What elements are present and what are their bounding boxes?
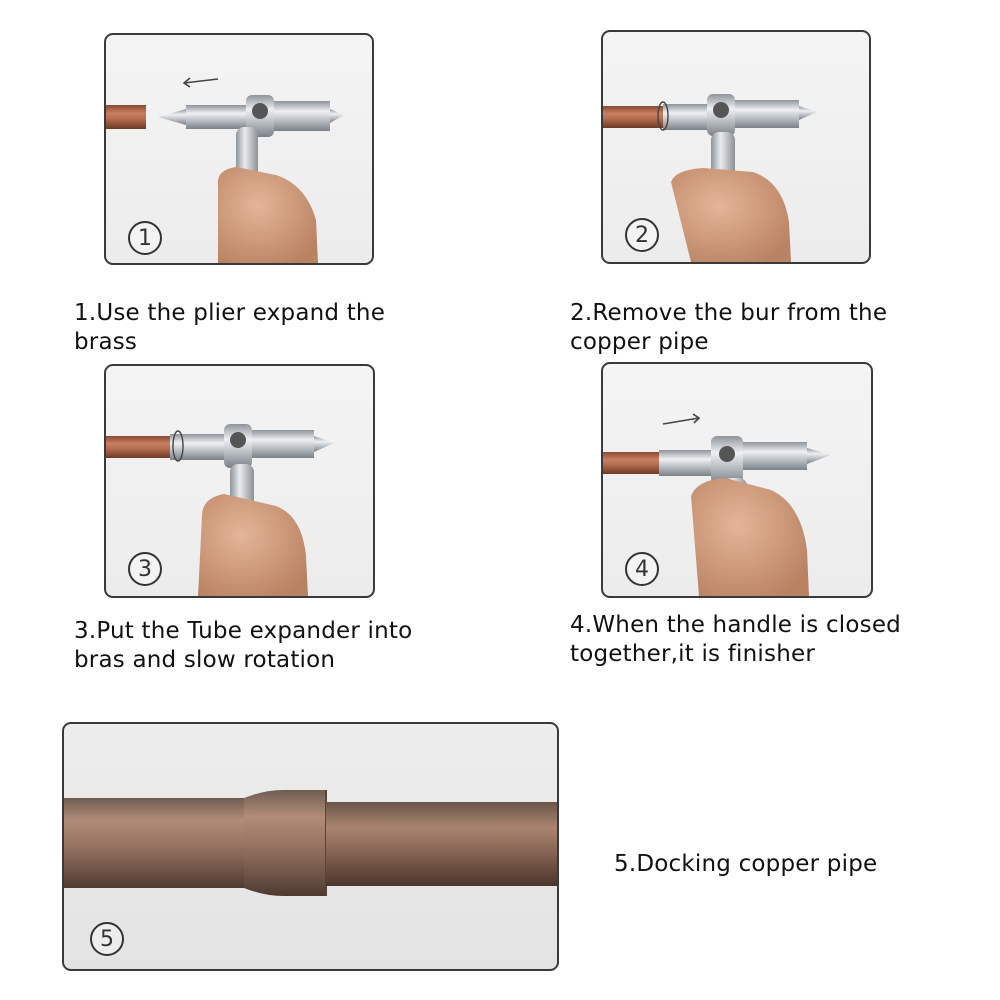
step-2-photo: 2	[601, 30, 871, 264]
step-4-illustration	[603, 413, 831, 596]
step-3-photo: 3	[104, 364, 375, 598]
step-1-photo: 1	[104, 33, 374, 265]
step-number-badge: 2	[625, 218, 659, 252]
copper-pipe	[603, 452, 659, 474]
hand	[671, 168, 791, 262]
pivot-screw-icon	[230, 432, 246, 448]
pivot-screw-icon	[252, 103, 268, 119]
pivot-screw-icon	[713, 102, 729, 118]
rotate-arrow-icon	[172, 430, 184, 462]
expander-stepped-head	[252, 430, 314, 458]
expanded-joint	[244, 790, 326, 896]
expander-head	[186, 105, 246, 129]
step-2-caption: 2.Remove the bur from the copper pipe	[570, 300, 888, 355]
pivot-screw-icon	[719, 446, 735, 462]
expander-head	[659, 450, 711, 476]
step-5-caption: 5.Docking copper pipe	[614, 851, 878, 877]
step-number-badge: 3	[128, 552, 162, 586]
copper-pipe-right	[326, 802, 557, 886]
step-3-caption: 3.Put the Tube expander into bras and sl…	[74, 618, 413, 673]
step-number-badge: 4	[625, 552, 659, 586]
expander-stepped-head	[735, 100, 799, 128]
expander-head	[663, 104, 707, 130]
step-number-badge: 5	[90, 922, 124, 956]
step-number-badge: 1	[128, 221, 162, 255]
step-5-illustration	[64, 790, 557, 896]
copper-pipe	[106, 105, 146, 129]
step-2-illustration	[603, 94, 817, 262]
copper-pipe-left	[64, 798, 244, 888]
step-4-caption: 4.When the handle is closed together,it …	[570, 612, 901, 667]
step-1-caption: 1.Use the plier expand the brass	[74, 300, 386, 355]
expander-tip	[158, 109, 186, 125]
copper-pipe	[603, 106, 663, 128]
step-3-illustration	[106, 424, 334, 596]
arrow-left-icon	[183, 78, 219, 84]
rotate-arrow-icon	[657, 101, 669, 131]
hand	[217, 167, 318, 263]
expander-stepped-head	[274, 101, 330, 131]
copper-pipe	[106, 436, 170, 458]
step-1-illustration	[106, 77, 344, 263]
hand	[198, 494, 308, 596]
hand	[691, 478, 809, 596]
expander-stepped-head	[743, 442, 807, 470]
expander-head	[170, 434, 224, 460]
step-4-photo: 4	[601, 362, 873, 598]
step-5-photo: 5	[62, 722, 559, 971]
arrow-right-icon	[662, 417, 700, 425]
